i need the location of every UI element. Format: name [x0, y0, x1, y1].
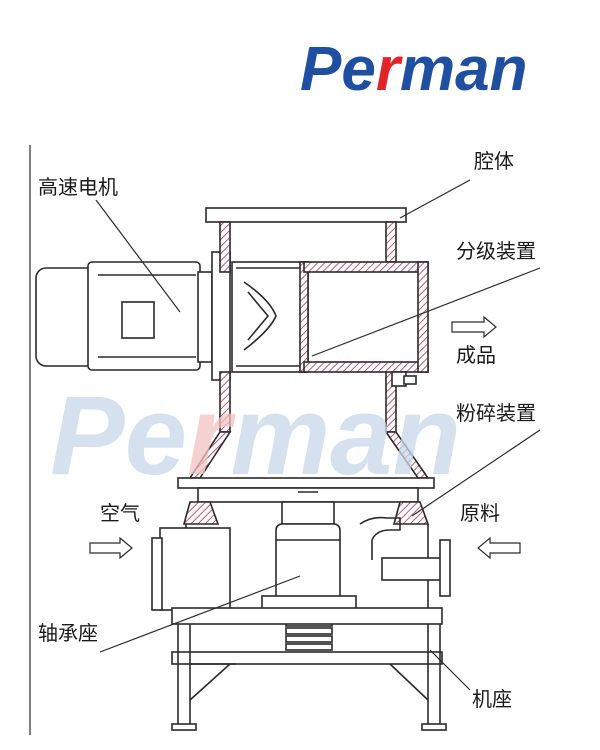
label-air: 空气	[100, 501, 140, 525]
motor-terminal-box	[121, 301, 155, 339]
bearing-seat-top	[281, 501, 335, 525]
label-raw-material: 原料	[460, 501, 500, 525]
leader-base	[429, 649, 471, 691]
motor	[35, 251, 231, 381]
label-crusher: 粉碎装置	[456, 401, 536, 425]
machine-base	[171, 607, 447, 731]
label-bearing-seat: 轴承座	[38, 621, 98, 645]
chamber	[188, 207, 430, 479]
raw-material-arrow	[477, 536, 521, 560]
label-high-speed-motor: 高速电机	[38, 175, 118, 199]
watermark-logo: Perman	[50, 373, 461, 498]
label-classifier: 分级装置	[456, 239, 536, 263]
leader-bearing	[99, 575, 301, 653]
svg-text:Perman: Perman	[50, 373, 461, 498]
leader-lines	[95, 179, 541, 691]
leader-classifier	[311, 267, 541, 357]
leader-crusher	[411, 429, 541, 517]
label-product: 成品	[456, 343, 496, 367]
brand-logo: Perman	[300, 35, 527, 104]
label-base: 机座	[472, 687, 512, 711]
bearing-seat-body	[275, 523, 341, 603]
crushing-device	[177, 477, 435, 525]
leader-motor	[95, 199, 181, 313]
air-inlet-box	[159, 527, 231, 611]
top-flange	[205, 207, 407, 223]
leader-chamber	[399, 179, 471, 219]
air-arrow	[89, 536, 133, 560]
lower-housing	[151, 501, 451, 651]
classifier-device	[231, 261, 429, 387]
product-arrow	[451, 315, 497, 339]
logo-text: Perman	[300, 35, 527, 104]
label-chamber: 腔体	[474, 149, 514, 173]
